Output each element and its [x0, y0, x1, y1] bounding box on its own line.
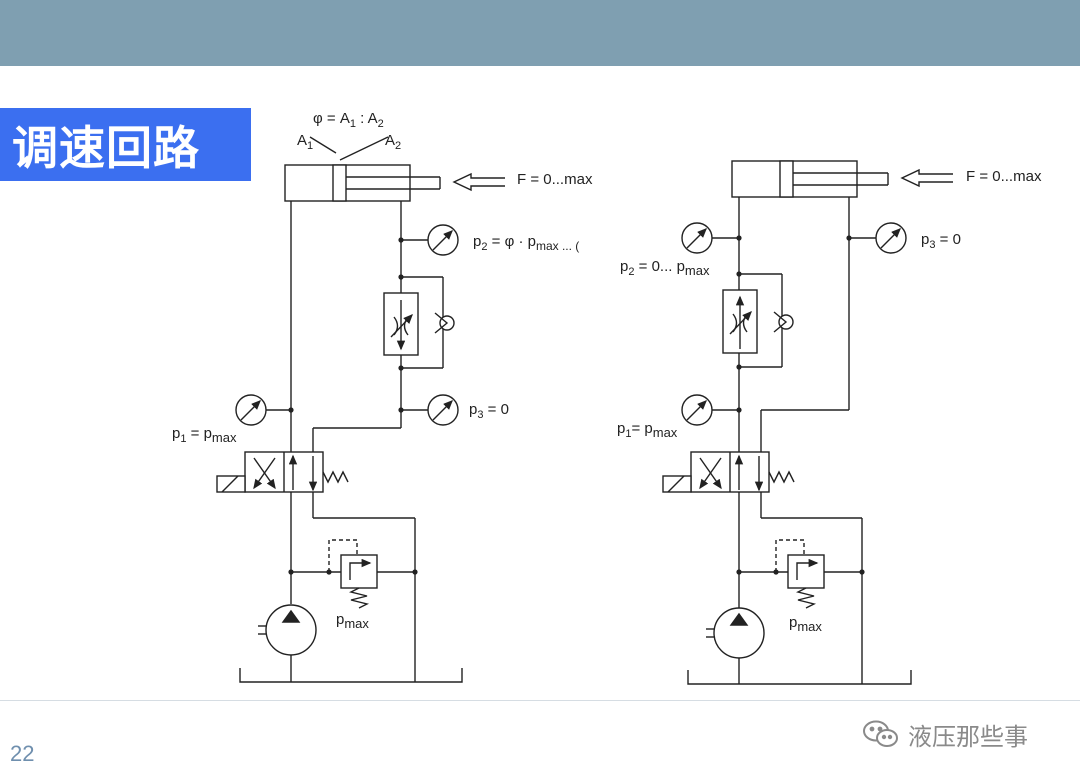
- footer-divider: [0, 700, 1080, 701]
- right-gauge-p3: [875, 222, 907, 254]
- left-circuit: [216, 136, 505, 683]
- right-p3-label: p3 = 0: [921, 231, 961, 251]
- left-gauge-p3: [427, 394, 459, 426]
- watermark-text: 液压那些事: [908, 722, 1028, 751]
- right-pmax-label: pmax: [789, 614, 822, 634]
- right-junction-dots: [736, 235, 865, 575]
- right-p1-label: p1= pmax: [617, 420, 678, 440]
- left-force-arrow: [452, 172, 505, 192]
- right-cylinder: [731, 160, 889, 198]
- left-a1-label: A1: [297, 132, 313, 152]
- right-tank-line: [687, 670, 912, 685]
- left-flow-control-valve: [383, 276, 455, 369]
- left-force-label: F = 0...max: [517, 171, 593, 188]
- left-labels: φ = A1 : A2 A1 A2 F = 0...max p2 = φ · p…: [172, 110, 593, 631]
- left-cylinder: [284, 136, 441, 202]
- right-directional-valve: [662, 451, 795, 493]
- right-force-arrow: [900, 168, 953, 188]
- top-banner: [0, 0, 1080, 66]
- left-junction-dots: [288, 237, 418, 575]
- left-p2-label: p2 = φ · pmax ... (: [473, 233, 579, 253]
- left-pmax-label: pmax: [336, 611, 369, 631]
- right-p2-label: p2 = 0... pmax: [620, 258, 710, 278]
- left-gauge-p1: [235, 394, 267, 426]
- right-gauge-p1: [681, 394, 713, 426]
- section-title: 调速回路: [0, 108, 251, 181]
- left-directional-valve: [216, 451, 349, 493]
- left-p3-label: p3 = 0: [469, 401, 509, 421]
- right-force-label: F = 0...max: [966, 168, 1042, 185]
- left-pump: [258, 604, 317, 682]
- left-gauge-p2: [427, 224, 459, 256]
- wechat-icon: [863, 720, 898, 747]
- right-pump: [706, 607, 765, 684]
- page-number: 22: [10, 741, 35, 766]
- right-circuit: [662, 160, 953, 685]
- left-tank-line: [239, 668, 463, 683]
- right-gauge-p2: [681, 222, 713, 254]
- left-phi-formula: φ = A1 : A2: [313, 110, 384, 130]
- right-flow-control-valve: [722, 273, 794, 368]
- section-title-text: 调速回路: [12, 120, 200, 175]
- left-p1-label: p1 = pmax: [172, 425, 237, 445]
- left-a2-label: A2: [385, 132, 401, 152]
- right-relief-valve: [775, 539, 825, 609]
- left-relief-valve: [328, 539, 378, 609]
- right-labels: F = 0...max p3 = 0 p2 = 0... pmax p1= pm…: [617, 168, 1042, 634]
- watermark: 液压那些事: [862, 718, 1028, 751]
